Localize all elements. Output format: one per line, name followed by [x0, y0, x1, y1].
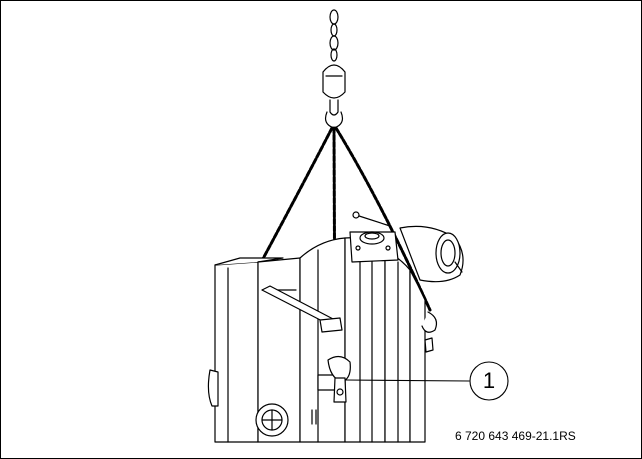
swivel-block	[322, 64, 346, 129]
figure-id-label: 6 720 643 469-21.1RS	[455, 429, 576, 443]
top-chain	[329, 9, 339, 62]
callout-circle	[469, 361, 509, 401]
boiler-body	[207, 211, 464, 443]
callout-number: 1	[482, 368, 496, 393]
callout-leader	[345, 361, 509, 401]
